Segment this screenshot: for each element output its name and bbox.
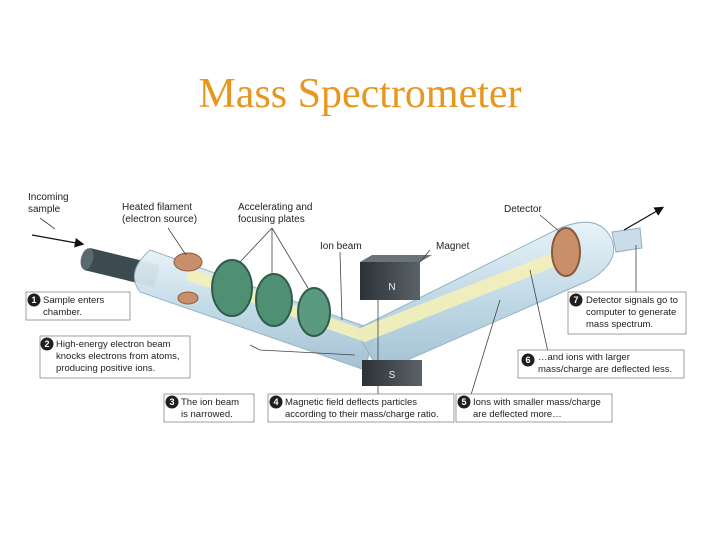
filament-label-line1: Heated filament: [122, 202, 192, 213]
incoming-sample-label-line1: Incoming: [28, 192, 69, 203]
step-3-line2: is narrowed.: [181, 409, 233, 420]
step-7-number: 7: [573, 295, 578, 305]
step-4-line2: according to their mass/charge ratio.: [285, 409, 439, 420]
step-5-line2: are deflected more…: [473, 409, 562, 420]
heated-filament: [173, 252, 203, 305]
step-1-line2: chamber.: [43, 307, 82, 318]
step-2-line2: knocks electrons from atoms,: [56, 351, 180, 362]
detector: [551, 227, 581, 277]
step-1-number: 1: [31, 295, 36, 305]
step-1-line1: Sample enters: [43, 295, 105, 306]
page-title: Mass Spectrometer: [198, 71, 522, 117]
step-7-callout: 7 Detector signals go to computer to gen…: [567, 291, 687, 335]
outgoing-arrow: [623, 206, 665, 231]
part-labels: Incoming sample Heated filament (electro…: [28, 192, 542, 252]
step-3-callout: 3 The ion beam is narrowed.: [163, 393, 255, 423]
step-2-line1: High-energy electron beam: [56, 339, 171, 350]
plates-label-line2: focusing plates: [238, 214, 305, 225]
step-6-line2: mass/charge are deflected less.: [538, 364, 672, 375]
magnet: N S: [360, 255, 432, 386]
incoming-arrow: [31, 234, 85, 248]
step-4-callout: 4 Magnetic field deflects particles acco…: [267, 393, 455, 423]
step-2-callout: 2 High-energy electron beam knocks elect…: [39, 335, 191, 379]
leader-lines: [39, 214, 637, 399]
step-7-line3: mass spectrum.: [586, 319, 653, 330]
step-5-number: 5: [461, 397, 466, 407]
step-7-line2: computer to generate: [586, 307, 676, 318]
step-6-number: 6: [525, 355, 530, 365]
plates-label-line1: Accelerating and: [238, 202, 313, 213]
step-4-line1: Magnetic field deflects particles: [285, 397, 417, 408]
filament-label-line2: (electron source): [122, 214, 197, 225]
step-2-line3: producing positive ions.: [56, 363, 155, 374]
step-3-number: 3: [169, 397, 174, 407]
step-1-callout: 1 Sample enters chamber.: [25, 291, 131, 321]
incoming-sample-label-line2: sample: [28, 204, 61, 215]
step-7-line1: Detector signals go to: [586, 295, 678, 306]
magnet-label: Magnet: [436, 241, 470, 252]
magnet-north-label: N: [388, 282, 395, 293]
detector-label: Detector: [504, 204, 542, 215]
step-4-number: 4: [273, 397, 278, 407]
step-2-number: 2: [44, 339, 49, 349]
step-3-line1: The ion beam: [181, 397, 239, 408]
magnet-south-label: S: [389, 370, 396, 381]
step-5-callout: 5 Ions with smaller mass/charge are defl…: [455, 393, 613, 423]
step-6-callout: 6 …and ions with larger mass/charge are …: [517, 349, 685, 379]
step-5-line1: Ions with smaller mass/charge: [473, 397, 601, 408]
step-6-line1: …and ions with larger: [538, 352, 630, 363]
accelerating-plates: [211, 259, 331, 337]
ion-beam-label: Ion beam: [320, 241, 362, 252]
